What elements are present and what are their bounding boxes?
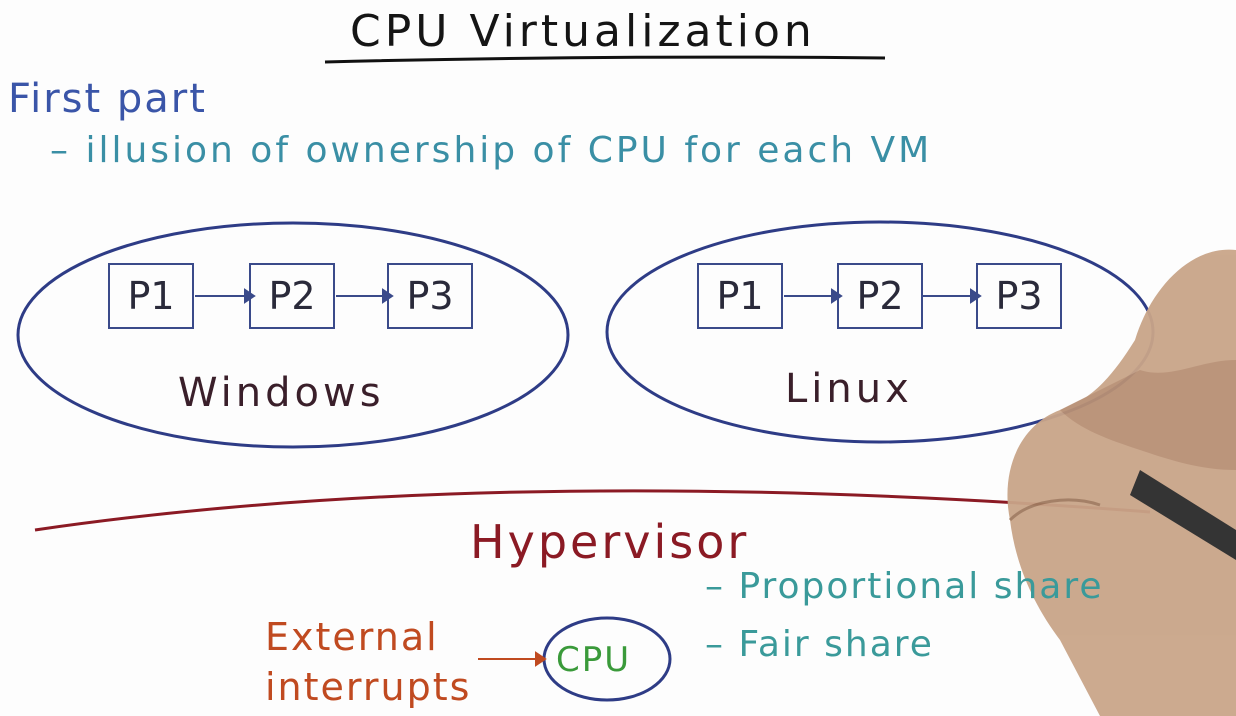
vm-windows-ellipse [16,221,570,449]
first-part-bullet: – illusion of ownership of CPU for each … [50,130,933,171]
linux-process-box: P1 [697,263,783,329]
windows-process-box: P3 [387,263,473,329]
process-label: P1 [127,274,175,318]
bullet-fair-share: – Fair share [705,624,934,665]
process-label: P2 [856,274,904,318]
hypervisor-boundary [34,489,1151,532]
process-label: P1 [716,274,764,318]
vm-label-windows: Windows [178,370,385,416]
cpu-label: CPU [556,640,632,680]
external-arrow [478,651,547,667]
interrupts-label: interrupts [265,665,472,709]
vm-label-linux: Linux [785,366,913,412]
hand-image [1007,249,1236,716]
linux-arrows [784,288,982,304]
page-title: CPU Virtualization [350,6,816,57]
process-label: P3 [995,274,1043,318]
bullet-proportional-share: – Proportional share [705,566,1104,607]
windows-process-box: P1 [108,263,194,329]
windows-process-box: P2 [249,263,335,329]
linux-process-box: P3 [976,263,1062,329]
first-part-heading: First part [8,76,207,122]
external-label: External [265,615,439,659]
hypervisor-label: Hypervisor [470,515,750,569]
process-label: P2 [268,274,316,318]
title-underline [324,55,886,64]
linux-process-box: P2 [837,263,923,329]
process-label: P3 [406,274,454,318]
